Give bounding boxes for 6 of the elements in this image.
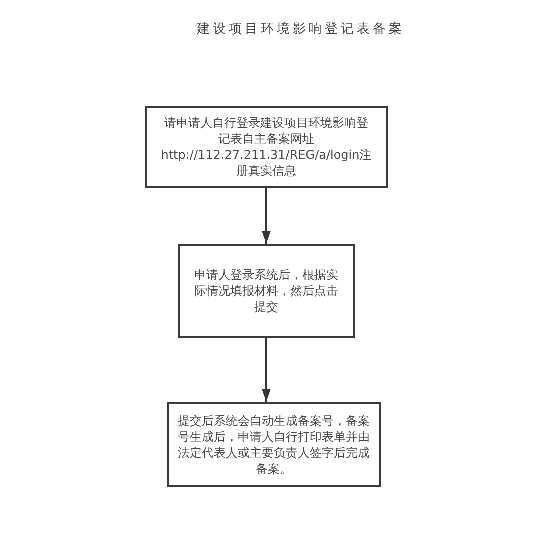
arrow [262, 338, 271, 402]
process-box: 请申请人自行登录建设项目环境影响登记表自主备案网址http://112.27.211.31/REG/a/login注册真实信息 [145, 106, 388, 188]
diagram-title: 建设项目环境影响登记表备案 [196, 21, 406, 39]
arrow [262, 188, 271, 244]
process-box: 申请人登录系统后，根据实际情况填报材料，然后点击提交 [178, 244, 355, 338]
process-box: 提交后系统会自动生成备案号，备案号生成后，申请人自行打印表单并由法定代表人或主要负责人签字后完成备案。 [167, 402, 381, 487]
